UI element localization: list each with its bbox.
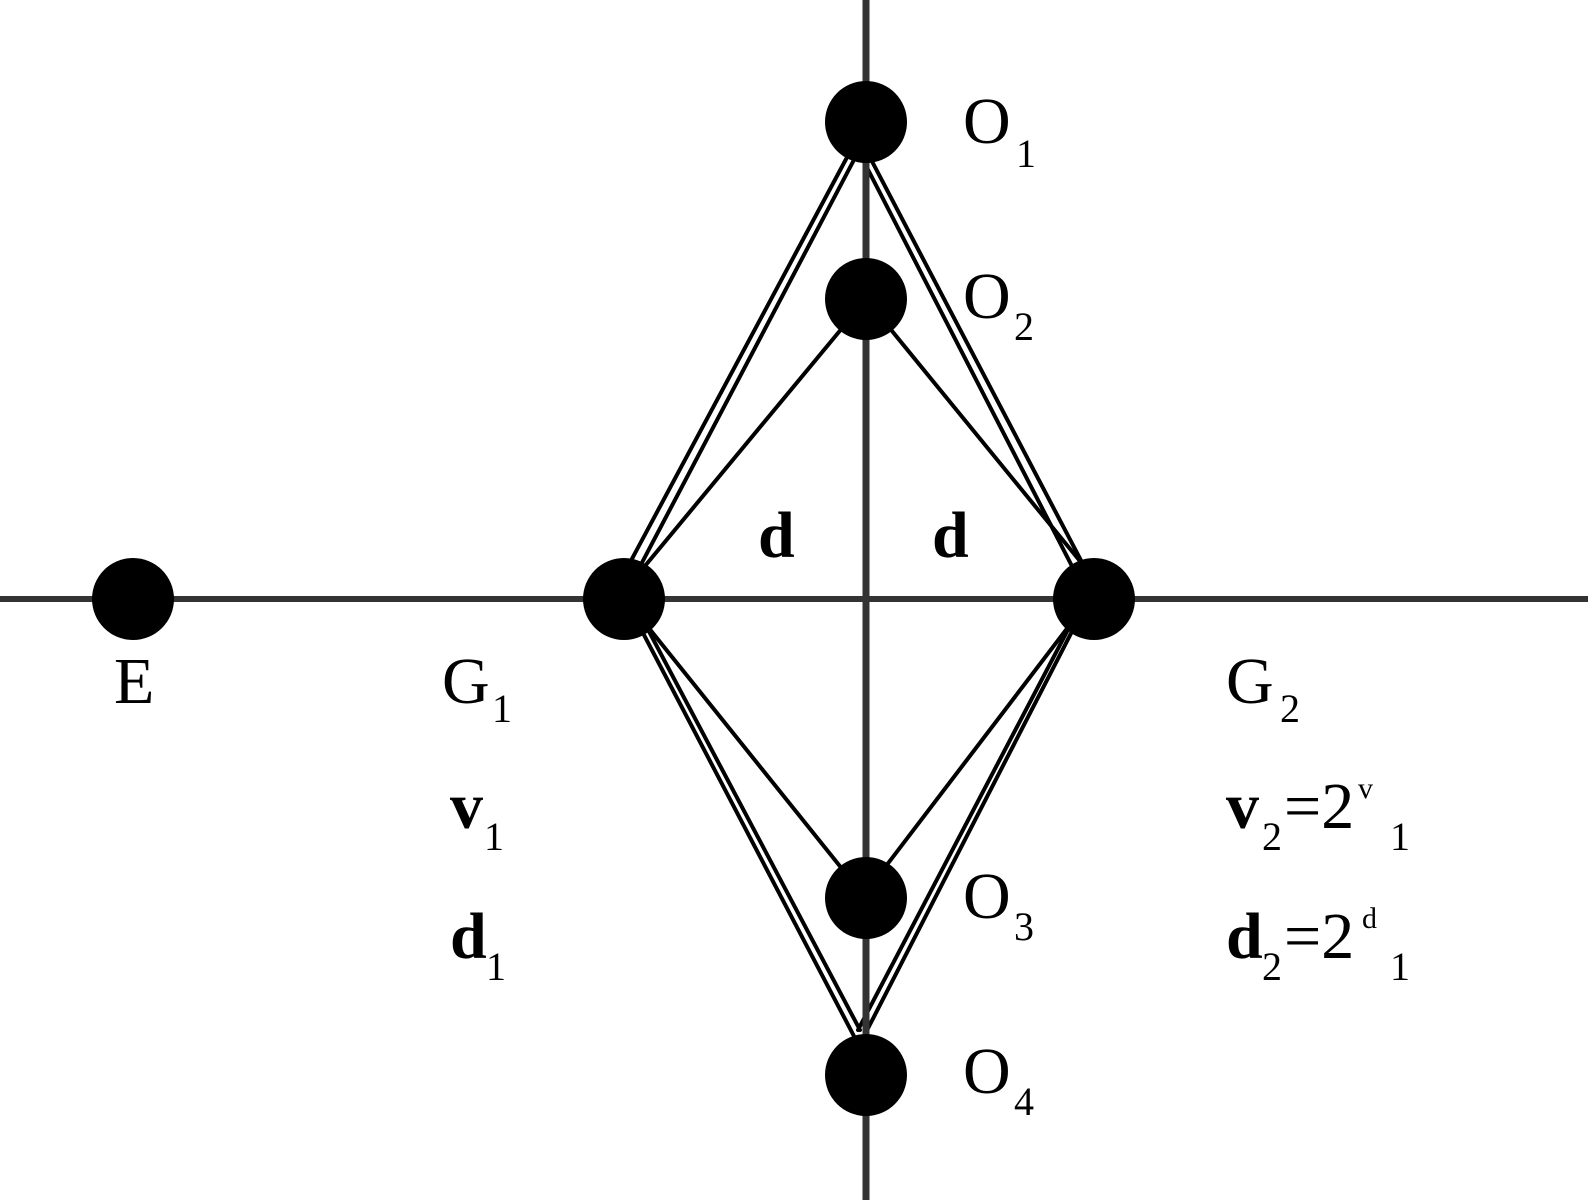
outer-diamond-lines [624, 146, 1088, 1042]
param-v2-equals-two: =2 [1284, 770, 1354, 843]
line-g2-o4-b [856, 620, 1074, 1032]
inner-diamond-lines [638, 318, 1086, 872]
node-o4 [825, 1034, 907, 1116]
param-v1-subscript: 1 [484, 814, 504, 859]
label-g1-subscript: 1 [492, 686, 512, 731]
param-d1: d [450, 900, 487, 973]
line-g2-o1-b [859, 154, 1078, 576]
nodes [92, 81, 1135, 1116]
label-g2-subscript: 2 [1280, 686, 1300, 731]
label-o3: O [963, 860, 1011, 933]
param-v1: v [450, 770, 483, 843]
param-d1-subscript: 1 [486, 944, 506, 989]
node-o3 [825, 857, 907, 939]
param-d2: d [1226, 900, 1263, 973]
distance-label-right: d [932, 499, 969, 572]
label-g2: G [1226, 645, 1274, 718]
line-g2-o2 [881, 318, 1086, 568]
label-o2-subscript: 2 [1014, 304, 1034, 349]
line-g1-o1-a [624, 146, 854, 572]
line-g2-o3 [881, 620, 1074, 872]
node-o2 [825, 258, 907, 340]
line-g1-o4-b [642, 620, 862, 1032]
label-o1-subscript: 1 [1016, 131, 1036, 176]
label-o4-subscript: 4 [1014, 1079, 1034, 1124]
distance-label-left: d [758, 499, 795, 572]
param-v2: v [1226, 770, 1259, 843]
param-d2-superscript: d [1362, 902, 1377, 935]
param-v2-superscript: v [1358, 772, 1373, 805]
label-o4: O [963, 1035, 1011, 1108]
label-o3-subscript: 3 [1014, 904, 1034, 949]
node-g2 [1053, 558, 1135, 640]
label-e: E [114, 645, 154, 718]
param-d2-equals-two: =2 [1284, 900, 1354, 973]
param-v2-superscript-subscript: 1 [1390, 814, 1410, 859]
line-g1-o3 [642, 620, 845, 872]
node-g1 [583, 558, 665, 640]
line-g1-o4-a [630, 610, 858, 1042]
line-g2-o1-a [863, 146, 1088, 572]
label-o2: O [963, 260, 1011, 333]
line-g1-o2 [638, 325, 845, 574]
node-e [92, 558, 174, 640]
connection-lines [624, 146, 1088, 1042]
line-g2-o4-a [860, 610, 1084, 1042]
param-d2-superscript-subscript: 1 [1390, 944, 1410, 989]
label-o1: O [963, 85, 1011, 158]
node-o1 [825, 81, 907, 163]
param-v2-subscript: 2 [1262, 814, 1282, 859]
param-d2-subscript: 2 [1262, 944, 1282, 989]
line-g1-o1-b [634, 154, 858, 576]
label-g1: G [442, 645, 490, 718]
